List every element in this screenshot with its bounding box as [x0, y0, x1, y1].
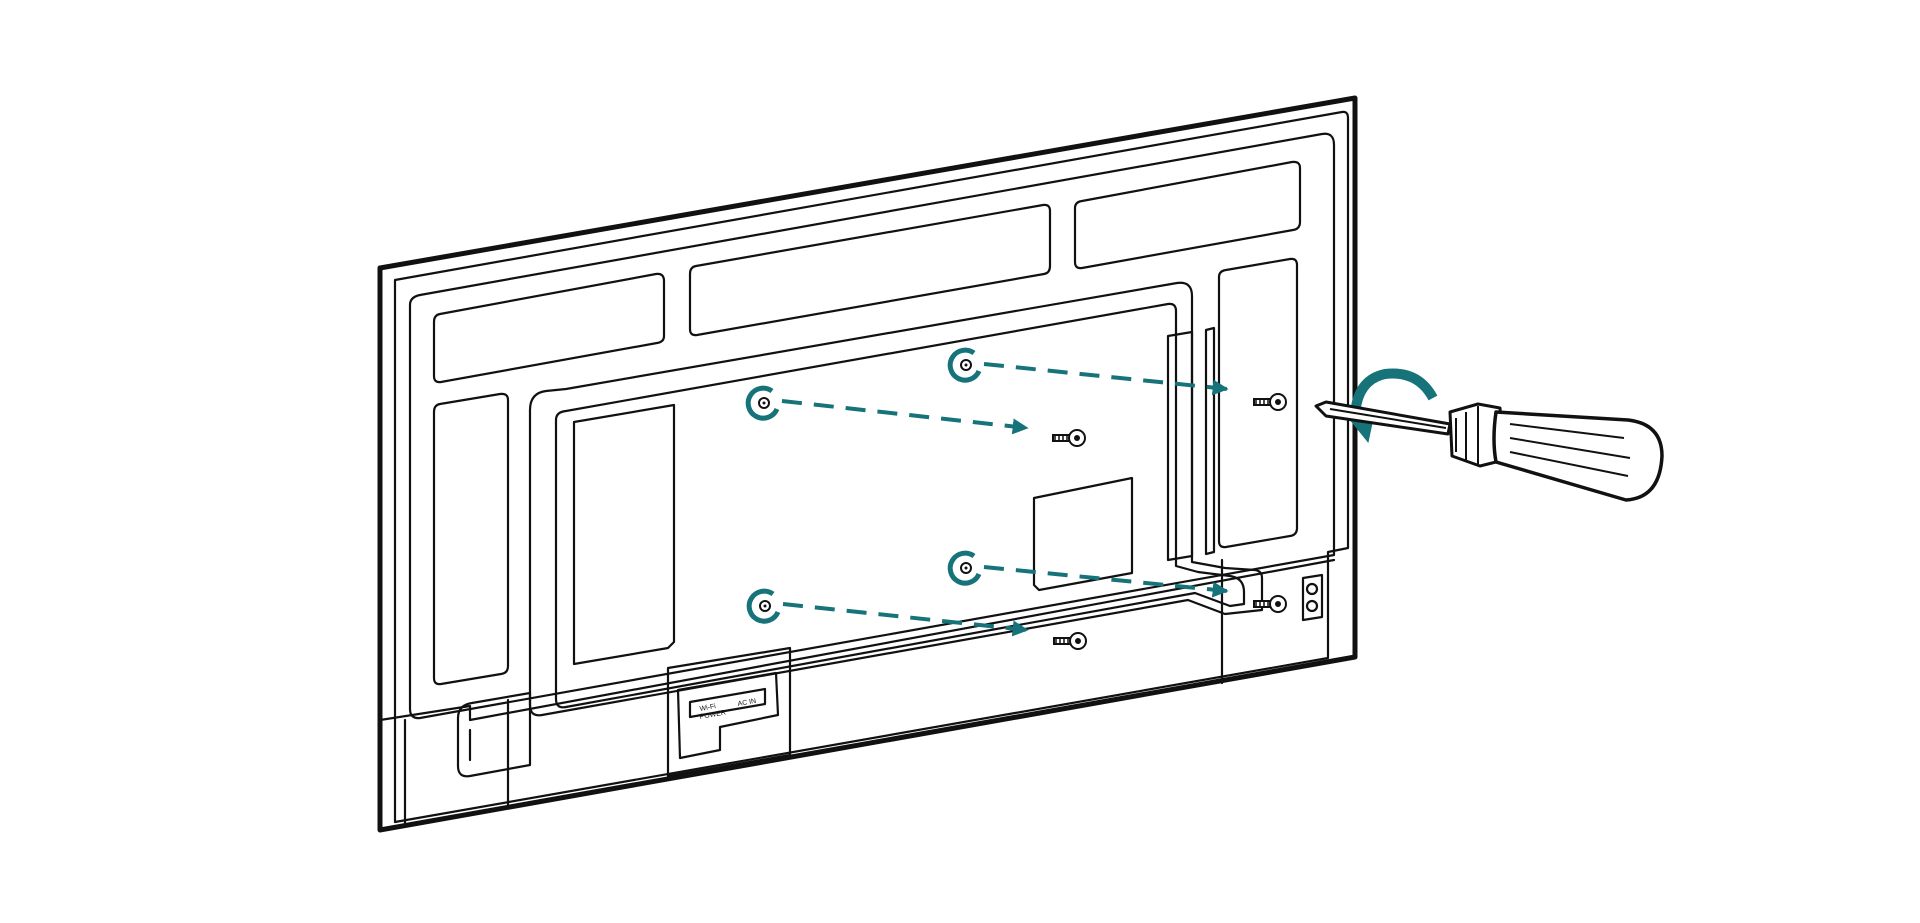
screws [1052, 393, 1287, 650]
jack-port-bottom [1305, 599, 1319, 613]
label-wi-fi: Wi-Fi [699, 703, 717, 713]
side-rail-slot [1204, 326, 1216, 556]
screw-icon [1253, 595, 1287, 613]
dashed-arrow-icon [782, 602, 1029, 637]
power-connector-slot [688, 687, 767, 719]
tv-outer-frame [377, 95, 1358, 833]
screw-holes [745, 347, 982, 624]
side-rail [1166, 330, 1194, 562]
dashed-arrow-icon [781, 399, 1029, 435]
side-jack-panel [1301, 573, 1324, 622]
power-connector-housing [666, 646, 792, 778]
tv-back-shell [408, 132, 1336, 720]
tv-inner-rim [393, 110, 1350, 824]
bottom-lip [378, 558, 1336, 722]
mount-area-inner [554, 302, 1246, 709]
screw-icon [1052, 429, 1086, 447]
dashed-arrow-icon [983, 362, 1229, 396]
power-connector-recess [676, 671, 780, 760]
screw-hole-icon [947, 347, 982, 383]
dashed-arrows [781, 362, 1229, 637]
vent-panel-left [432, 392, 510, 686]
vent-panel-top-left [432, 272, 666, 384]
jack-port-top [1305, 582, 1319, 596]
inner-panel-left [572, 403, 676, 666]
screw-hole-icon [745, 385, 780, 421]
label-power: POWER [699, 709, 726, 720]
tv-back-panel: Wi-Fi POWER AC IN [377, 95, 1358, 833]
vent-panel-top-right [1073, 160, 1302, 270]
screw-icon [1053, 632, 1087, 650]
mount-area-outer [528, 281, 1264, 717]
label-ac-in: AC IN [737, 698, 757, 708]
screwdriver-icon [1314, 400, 1664, 502]
screw-hole-icon [746, 588, 781, 624]
dashed-arrow-icon [983, 565, 1229, 598]
vent-panel-top-center [688, 203, 1052, 337]
bottom-rail [456, 691, 532, 778]
screw-hole-icon [947, 550, 982, 586]
screw-icon [1253, 393, 1287, 411]
vent-panel-right [1217, 257, 1299, 549]
